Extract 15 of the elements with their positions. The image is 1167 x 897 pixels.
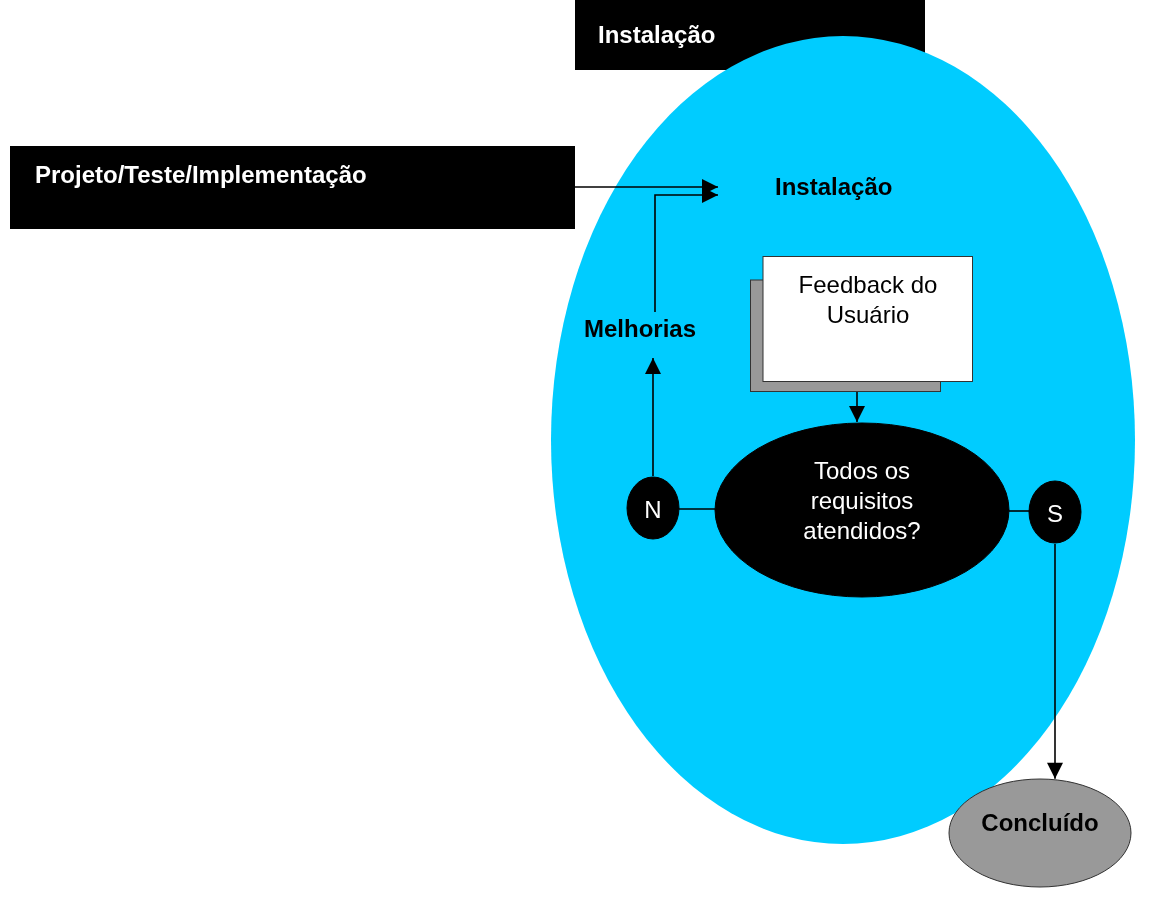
- stage-box: [10, 146, 575, 229]
- decision-text: Todos os requisitos atendidos?: [802, 456, 922, 546]
- answer-letter: N: [643, 495, 663, 525]
- box-title: Instalação: [598, 20, 716, 50]
- arrow: [1047, 543, 1063, 780]
- answer-letter: S: [1046, 499, 1064, 529]
- stage-label: Instalação: [718, 170, 933, 204]
- arrow: [645, 357, 661, 477]
- box-title: Projeto/Teste/Implementação: [35, 160, 367, 190]
- document-text: Feedback do Usuário: [797, 270, 939, 330]
- end-label: Concluído: [980, 808, 1100, 838]
- arrow: [849, 391, 865, 423]
- connector-line: [678, 508, 716, 510]
- step-label: Melhorias: [584, 312, 740, 346]
- connector-line: [1008, 510, 1030, 512]
